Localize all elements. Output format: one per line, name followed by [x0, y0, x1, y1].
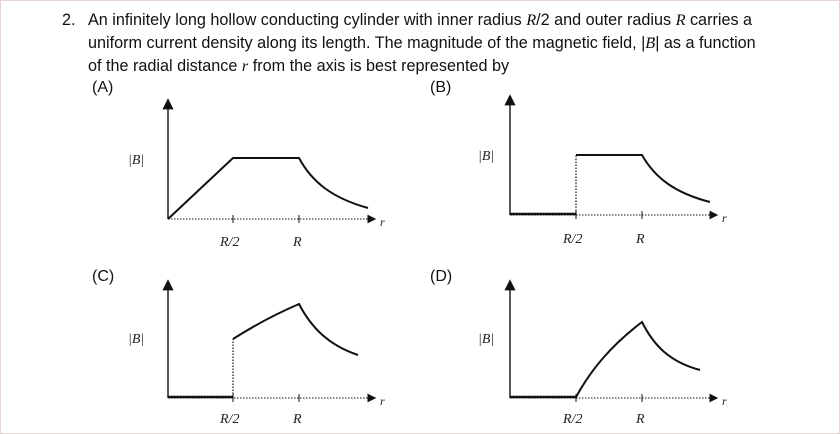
question-line-2-part: uniform current density along its length…	[88, 34, 646, 52]
inner-radius-symbol: R	[526, 11, 537, 29]
option-c-label[interactable]: (C)	[92, 268, 115, 285]
option-a-label[interactable]: (A)	[92, 79, 114, 96]
tick-label-full: R	[635, 412, 645, 427]
tick-label-full: R	[292, 412, 302, 427]
graph-option-a[interactable]: |B| r R/2 R	[128, 98, 385, 250]
tick-label-half: R/2	[219, 412, 239, 427]
question-line-2: uniform current density along its length…	[88, 31, 756, 55]
graph-option-c[interactable]: |B| r R/2 R	[128, 279, 385, 427]
outer-radius-symbol: R	[675, 11, 686, 29]
tick-label-half: R/2	[219, 235, 239, 250]
tick-label-half: R/2	[562, 412, 582, 427]
field-curve	[576, 154, 711, 203]
tick-label-full: R	[292, 235, 302, 250]
x-axis-label: r	[380, 215, 385, 229]
y-axis-label: |B|	[478, 332, 494, 347]
graph-option-b[interactable]: |B| r R/2 R	[478, 94, 727, 247]
y-axis-label: |B|	[128, 153, 144, 168]
vector-arrow-icon: →	[646, 31, 658, 43]
question-number: 2.	[62, 11, 76, 29]
question-line-1: An infinitely long hollow conducting cyl…	[88, 9, 752, 32]
tick-label-half: R/2	[562, 232, 582, 247]
question-line-3-part: of the radial distance	[88, 57, 242, 75]
x-axis-label: r	[722, 394, 727, 408]
x-axis-label: r	[722, 211, 727, 225]
question-line-2-part: | as a function	[655, 34, 756, 52]
question-line-1-part: carries a	[685, 11, 753, 29]
question-line-1-part: /2 and outer radius	[536, 11, 676, 29]
tick-label-full: R	[635, 232, 645, 247]
question-line-3-part: from the axis is best represented by	[248, 57, 510, 75]
x-axis-label: r	[380, 394, 385, 408]
field-curve	[575, 320, 701, 398]
radial-distance-symbol: r	[241, 57, 249, 75]
y-axis-label: |B|	[478, 149, 494, 164]
option-d-label[interactable]: (D)	[430, 268, 453, 285]
magnetic-field-vector-symbol: →B	[645, 31, 657, 52]
vector-letter: B	[645, 34, 656, 52]
field-curve	[232, 302, 359, 356]
field-curve	[167, 157, 369, 220]
question-line-3: of the radial distance r from the axis i…	[88, 55, 509, 78]
y-axis-label: |B|	[128, 332, 144, 347]
graph-option-d[interactable]: |B| r R/2 R	[478, 279, 727, 427]
question-line-1-part: An infinitely long hollow conducting cyl…	[88, 11, 527, 29]
option-b-label[interactable]: (B)	[430, 79, 452, 96]
